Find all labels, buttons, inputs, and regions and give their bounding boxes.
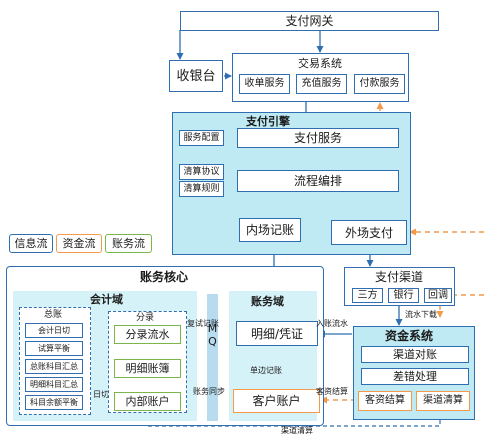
- legend-account-flow: 账务流: [105, 234, 152, 253]
- flow-orchestration: 流程编排: [237, 170, 399, 192]
- internal-account-label: 内部账户: [125, 395, 170, 408]
- customer-settlement-label: 客资结算: [365, 395, 405, 406]
- third-party: 三方: [352, 288, 383, 303]
- customer-settle-arrow-label: 客资结算: [316, 387, 348, 396]
- channel-reconcile: 渠道对账: [361, 346, 469, 363]
- ledger-title: 总账: [44, 310, 63, 320]
- cashier-label: 收银台: [176, 68, 216, 84]
- callback: 回调: [424, 288, 452, 303]
- statement-download-label: 流水下载: [405, 310, 437, 319]
- external-pay: 外场支付: [331, 220, 407, 245]
- detail-book-label: 明细账簿: [125, 362, 170, 375]
- journal-title: 分录: [136, 313, 155, 323]
- pay-service: 支付服务: [237, 128, 399, 148]
- subject-balance: 科目余额平衡: [25, 395, 83, 410]
- error-handling-label: 差错处理: [393, 370, 437, 383]
- payout-service-label: 付款服务: [359, 78, 400, 89]
- mq-label: MQ: [207, 322, 218, 348]
- detail-voucher-label: 明细/凭证: [250, 326, 304, 341]
- clearing-protocol-label: 清算协议: [183, 166, 220, 177]
- clearing-rule-label: 清算规则: [183, 183, 220, 194]
- detail-summary-label: 明细科目汇总: [30, 379, 78, 389]
- fund-flow-right-down: [436, 294, 484, 318]
- flow-orchestration-label: 流程编排: [293, 174, 342, 188]
- service-config: 服务配置: [179, 130, 224, 146]
- recharge-service: 充值服务: [296, 74, 347, 94]
- cashier: 收银台: [169, 60, 223, 92]
- service-config-label: 服务配置: [183, 132, 220, 143]
- payment-gateway-label: 支付网关: [285, 14, 334, 28]
- channel-clearing-arrow-label: 渠道清算: [281, 426, 313, 435]
- error-handling: 差错处理: [361, 368, 469, 385]
- channel-clearing: 渠道清算: [416, 391, 470, 411]
- legend-fund-flow: 资金流: [56, 234, 102, 253]
- daily-cut-label: 会计日切: [38, 325, 70, 335]
- detail-book: 明细账簿: [114, 359, 181, 378]
- fund-flow-clearing: [142, 411, 441, 427]
- payment-gateway: 支付网关: [180, 11, 439, 31]
- trial-balance-label: 试算平衡: [38, 343, 70, 353]
- bank-label: 银行: [393, 289, 414, 301]
- daily-cut: 会计日切: [25, 323, 83, 338]
- retry-booking-label: 复试记账: [187, 319, 219, 328]
- legend-account-flow-label: 账务流: [112, 237, 145, 250]
- internal-account: 内部账户: [114, 392, 181, 411]
- trade-system-title: 交易系统: [298, 57, 342, 70]
- accounting-domain-title: 会计域: [90, 293, 123, 306]
- internal-booking-label: 内场记账: [245, 223, 294, 237]
- external-pay-label: 外场支付: [344, 225, 393, 240]
- detail-summary: 明细科目汇总: [25, 377, 83, 392]
- order-service: 收单服务: [239, 74, 290, 94]
- clearing-rule: 清算规则: [179, 181, 224, 197]
- accounting-core-title: 账务核心: [140, 270, 189, 284]
- legend-fund-flow-label: 资金流: [62, 237, 96, 250]
- daily-cut-arrow-label: 日切: [93, 390, 109, 399]
- single-booking-label: 单边记账: [250, 366, 282, 375]
- inbound-flow-label: 入账流水: [316, 319, 348, 328]
- payout-service: 付款服务: [354, 74, 405, 94]
- account-domain-title: 账务域: [251, 295, 284, 308]
- gl-summary-label: 总账科目汇总: [30, 361, 78, 371]
- pay-channel-title: 支付渠道: [375, 270, 424, 284]
- gl-summary: 总账科目汇总: [25, 359, 83, 374]
- channel-reconcile-label: 渠道对账: [393, 348, 437, 361]
- journal-flow: 分录流水: [114, 325, 181, 344]
- customer-account: 客户账户: [233, 389, 320, 413]
- third-party-label: 三方: [357, 289, 378, 301]
- account-sync-label: 账务同步: [193, 387, 225, 396]
- legend-info-flow-label: 信息流: [14, 237, 48, 250]
- subject-balance-label: 科目余额平衡: [30, 397, 78, 407]
- pay-service-label: 支付服务: [293, 131, 342, 145]
- detail-voucher: 明细/凭证: [236, 321, 318, 346]
- clearing-protocol: 清算协议: [179, 164, 224, 180]
- journal-flow-label: 分录流水: [125, 328, 170, 341]
- channel-clearing-label: 渠道清算: [423, 395, 463, 406]
- legend-info-flow: 信息流: [9, 234, 53, 253]
- fund-system-title: 资金系统: [385, 329, 434, 343]
- recharge-service-label: 充值服务: [301, 78, 342, 89]
- pay-engine-title: 支付引擎: [246, 115, 290, 128]
- customer-settlement: 客资结算: [358, 391, 412, 411]
- order-service-label: 收单服务: [244, 78, 285, 89]
- customer-account-label: 客户账户: [252, 394, 301, 408]
- internal-booking: 内场记账: [239, 218, 301, 242]
- bank: 银行: [388, 288, 419, 303]
- trial-balance: 试算平衡: [25, 341, 83, 356]
- mq-bar: [207, 294, 218, 421]
- callback-label: 回调: [428, 289, 448, 301]
